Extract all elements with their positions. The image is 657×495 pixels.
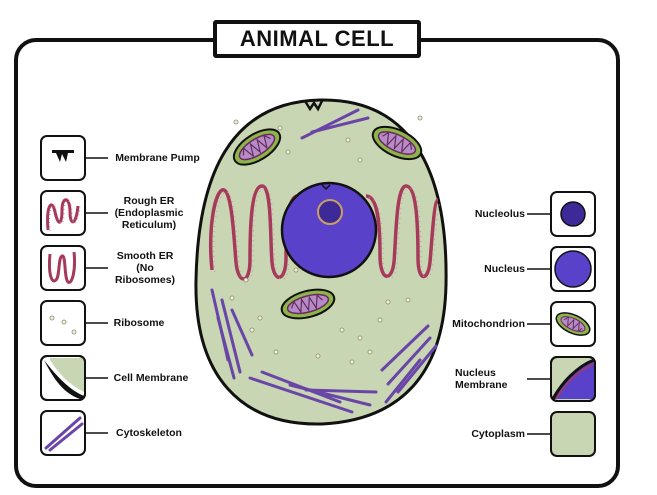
nucleus-icon	[527, 246, 596, 292]
membrane-pump-icon	[40, 135, 108, 181]
mitochondrion-top-right	[371, 125, 423, 161]
label-nucleolus: Nucleolus	[474, 208, 525, 220]
label-mitochondrion: Mitochondrion	[452, 318, 525, 330]
ribosome-dots	[229, 115, 423, 365]
nucleus-membrane-icon	[527, 356, 596, 402]
nucleolus-shape	[317, 199, 343, 225]
label-nucleus: Nucleus	[484, 263, 525, 275]
cytoskeleton-icon	[40, 410, 108, 456]
cytoplasm-icon	[527, 411, 596, 457]
legend-left	[40, 135, 108, 456]
diagram-title: ANIMAL CELL	[213, 20, 421, 58]
membrane-pump-on-cell	[303, 100, 324, 112]
rough-er-left	[208, 184, 299, 281]
legend-right	[527, 191, 596, 457]
label-smooth-er: Smooth ER (No Ribosomes)	[114, 250, 176, 286]
rough-er-icon	[40, 190, 108, 236]
smooth-er-icon	[40, 245, 108, 291]
rough-er-ribosome-dots-right	[368, 187, 442, 279]
label-membrane-pump: Membrane Pump	[115, 152, 200, 164]
cell	[194, 98, 448, 426]
label-cytoskeleton: Cytoskeleton	[116, 427, 182, 439]
label-cell-membrane: Cell Membrane	[113, 372, 189, 384]
mitochondrion-top-left	[232, 128, 282, 166]
label-ribosome: Ribosome	[113, 317, 165, 329]
cytoskeleton-lines	[210, 108, 438, 414]
mitochondrion-icon	[527, 301, 596, 347]
label-cytoplasm: Cytoplasm	[471, 428, 525, 440]
label-nucleus-membrane: Nucleus Membrane	[455, 367, 508, 391]
cell-membrane-icon	[40, 355, 108, 401]
label-rough-er: Rough ER (Endoplasmic Reticulum)	[114, 195, 184, 231]
mitochondrion-center	[280, 288, 336, 320]
nucleus-shape	[280, 181, 378, 279]
nucleolus-icon	[527, 191, 596, 237]
ribosome-icon	[40, 300, 108, 346]
rough-er-right	[365, 184, 440, 279]
rough-er-ribosome-dots	[213, 187, 302, 282]
